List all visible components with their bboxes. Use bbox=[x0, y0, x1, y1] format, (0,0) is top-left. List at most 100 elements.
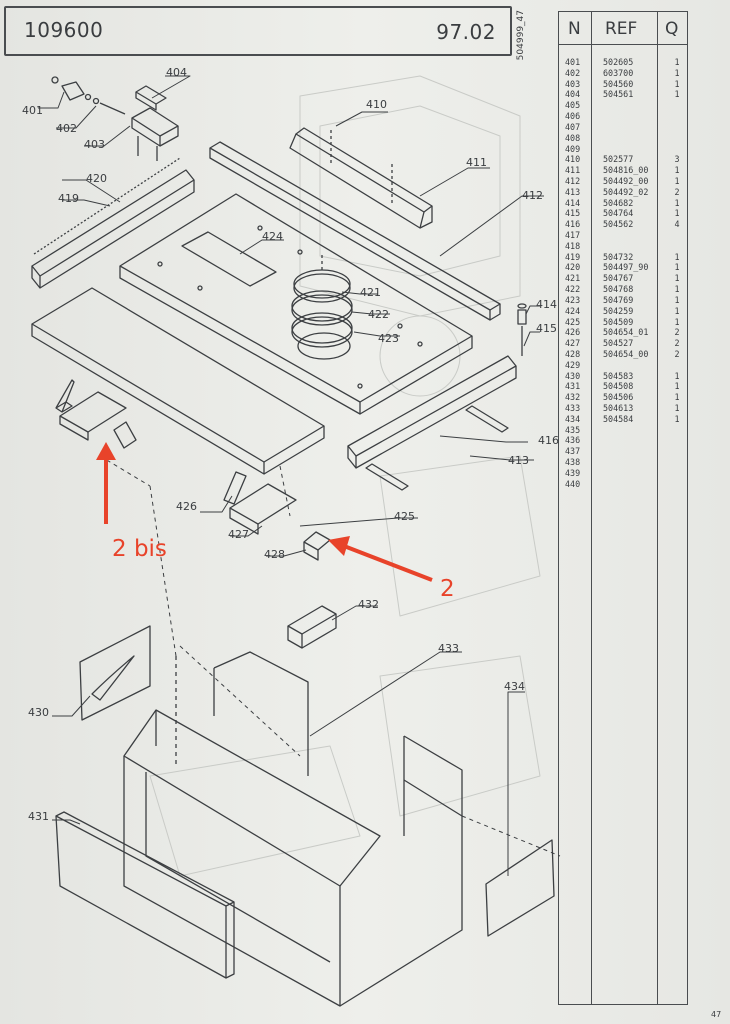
arrow-2-bis-head bbox=[96, 442, 116, 460]
part-quantity: 1 bbox=[674, 294, 680, 305]
part-number: 435 bbox=[565, 424, 581, 435]
marker-2: 2 bbox=[440, 576, 455, 602]
part-413-rail bbox=[347, 355, 517, 469]
document-number: 109600 bbox=[24, 18, 104, 42]
table-row: 429 bbox=[559, 360, 689, 371]
part-quantity: 2 bbox=[674, 327, 680, 338]
callout-414: 414 bbox=[536, 298, 557, 311]
right-bracket-group bbox=[223, 471, 331, 561]
part-quantity: 2 bbox=[674, 348, 680, 359]
table-row: 440 bbox=[559, 479, 689, 490]
part-quantity: 1 bbox=[674, 273, 680, 284]
part-432-bracket bbox=[287, 605, 337, 649]
part-401-knob bbox=[51, 76, 100, 105]
table-row: 407 bbox=[559, 122, 689, 133]
part-reference: 504506 bbox=[603, 392, 634, 403]
part-number: 411 bbox=[565, 165, 581, 176]
part-434-rear-panel bbox=[485, 839, 555, 937]
left-bracket-group bbox=[55, 379, 137, 449]
callout-416: 416 bbox=[538, 434, 559, 447]
part-416-strip bbox=[465, 405, 509, 433]
part-number: 433 bbox=[565, 403, 581, 413]
callout-424: 424 bbox=[262, 230, 283, 243]
part-number: 409 bbox=[565, 143, 581, 154]
red-annotations: 2 bis 2 bbox=[96, 442, 455, 602]
part-reference: 504509 bbox=[603, 316, 634, 327]
column-header-ref: REF bbox=[605, 19, 638, 39]
table-row: 435 bbox=[559, 425, 689, 436]
part-number: 426 bbox=[565, 327, 581, 338]
part-quantity: 1 bbox=[674, 413, 680, 424]
part-quantity: 2 bbox=[674, 338, 680, 349]
part-number: 438 bbox=[565, 457, 581, 468]
part-reference: 504767 bbox=[603, 273, 634, 284]
callout-426: 426 bbox=[176, 500, 197, 513]
part-number: 406 bbox=[565, 111, 581, 122]
part-number: 410 bbox=[565, 154, 581, 165]
part-reference: 504527 bbox=[603, 338, 634, 349]
table-row: 405 bbox=[559, 100, 689, 111]
part-420-rail bbox=[31, 157, 195, 289]
callout-427: 427 bbox=[228, 528, 249, 541]
part-reference: 504492_02 bbox=[603, 186, 649, 197]
table-row: 409 bbox=[559, 144, 689, 155]
callout-430: 430 bbox=[28, 706, 49, 719]
arrow-2 bbox=[343, 544, 433, 582]
table-row: 437 bbox=[559, 446, 689, 457]
header-divider bbox=[559, 44, 687, 45]
column-header-q: Q bbox=[665, 19, 679, 39]
part-reference: 504560 bbox=[603, 78, 634, 89]
part-403-bracket bbox=[131, 107, 179, 161]
callout-432: 432 bbox=[358, 598, 379, 611]
title-block: 109600 97.02 bbox=[4, 6, 512, 56]
part-number: 423 bbox=[565, 294, 581, 305]
part-414-pin bbox=[517, 303, 527, 356]
part-reference: 504768 bbox=[603, 284, 634, 295]
part-number: 430 bbox=[565, 370, 581, 381]
part-reference: 504492_00 bbox=[603, 175, 649, 186]
part-402-screw bbox=[99, 102, 126, 115]
part-number: 436 bbox=[565, 435, 581, 446]
part-reference: 603700 bbox=[603, 67, 634, 78]
part-quantity: 1 bbox=[674, 57, 680, 67]
table-row: 408 bbox=[559, 133, 689, 144]
document-date: 97.02 bbox=[436, 20, 496, 44]
part-number: 424 bbox=[565, 305, 581, 316]
part-reference: 504816_00 bbox=[603, 165, 649, 176]
part-416-strip bbox=[365, 463, 409, 491]
column-divider bbox=[591, 12, 592, 1004]
part-quantity: 1 bbox=[674, 392, 680, 403]
part-number: 420 bbox=[565, 262, 581, 273]
part-reference: 504561 bbox=[603, 89, 634, 100]
part-number: 413 bbox=[565, 186, 581, 197]
assembly-lines bbox=[99, 455, 561, 857]
part-reference: 504583 bbox=[603, 370, 634, 381]
callout-434: 434 bbox=[504, 680, 525, 693]
part-quantity: 1 bbox=[674, 316, 680, 327]
part-quantity: 1 bbox=[674, 381, 680, 392]
part-quantity: 1 bbox=[674, 67, 680, 78]
table-extension-slab bbox=[31, 287, 325, 475]
part-number: 434 bbox=[565, 413, 581, 424]
part-number: 412 bbox=[565, 175, 581, 186]
page-number: 47 bbox=[711, 1010, 722, 1019]
part-number: 416 bbox=[565, 219, 581, 230]
table-row: 438 bbox=[559, 457, 689, 468]
exploded-parts-diagram: 401 402 403 404 410 411 412 413 414 415 … bbox=[22, 66, 561, 1007]
part-number: 440 bbox=[565, 478, 581, 489]
background-ghost-drawing bbox=[149, 75, 541, 877]
part-number: 437 bbox=[565, 446, 581, 457]
part-number: 418 bbox=[565, 240, 581, 251]
table-row: 418 bbox=[559, 241, 689, 252]
